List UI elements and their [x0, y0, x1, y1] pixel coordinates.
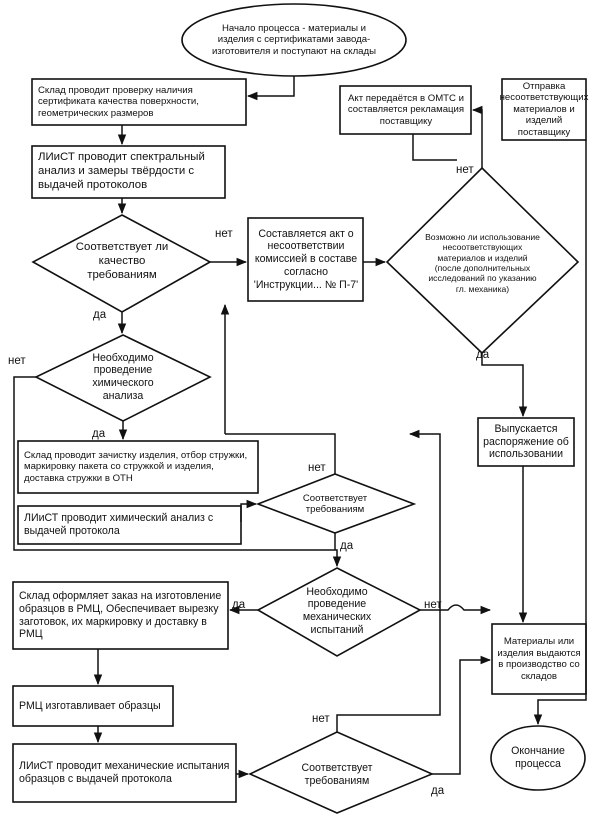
order-use-box [477, 417, 575, 467]
quality-text: Соответствует ли качество требованиям [75, 241, 169, 281]
label-net-req1: нет [308, 462, 326, 474]
issue-box [491, 623, 587, 695]
label-da-use: да [476, 349, 490, 361]
act-compose-text: Составляется акт о несоответствии комисс… [253, 227, 359, 291]
act-omts-text: Акт передаётся в ОМТС и составляется рек… [347, 92, 465, 127]
chip-prep-box [17, 440, 259, 494]
use-text: Возможно ли использование несоответствую… [425, 232, 540, 294]
return-supplier-box [501, 78, 587, 141]
chem-analysis-text: ЛИиСТ проводит химический анализ с выдач… [24, 512, 214, 537]
spectral-text: ЛИиСТ проводит спектральный анализ и зам… [38, 151, 205, 191]
act-omts-box [339, 85, 472, 135]
end-text: Окончание процесса [511, 745, 565, 770]
mech-tests-box [12, 743, 237, 803]
chip-prep-text: Склад проводит зачистку изделия, отбор с… [24, 449, 248, 484]
mech-text: Необходимо проведение механических испыт… [302, 585, 372, 636]
label-net-mech: нет [424, 599, 442, 611]
label-da-req1: да [340, 540, 354, 552]
label-da-quality: да [93, 309, 107, 321]
req1-text: Соответствует требованиям [302, 492, 368, 516]
check-cert-box [31, 78, 247, 126]
spectral-box [31, 145, 226, 199]
chem-analysis-box [17, 505, 242, 545]
mech-decision [256, 567, 422, 657]
order-use-text: Выпускается распоряжение об использовани… [483, 422, 569, 461]
start-text: Начало процесса - материалы и изделия с … [211, 22, 377, 57]
check-cert-text: Склад проводит проверку наличия сертифик… [38, 84, 199, 119]
label-da-chem: да [92, 428, 106, 440]
rmc-samples-text: РМЦ изготавливает образцы [19, 699, 161, 712]
req2-decision [248, 731, 435, 814]
mech-tests-text: ЛИиСТ проводит механические испытания об… [19, 760, 230, 785]
label-net-chem: нет [8, 355, 26, 367]
order-samples-box [12, 581, 229, 650]
chem-text: Необходимо проведение химического анализ… [92, 351, 154, 402]
act-compose-box [247, 217, 364, 302]
order-samples-text: Склад оформляет заказ на изготовление об… [19, 590, 222, 641]
label-da-mech: да [232, 599, 246, 611]
label-net-use: нет [456, 164, 474, 176]
rmc-samples-box [12, 685, 174, 727]
end-ellipse [490, 725, 586, 791]
req2-text: Соответствует требованиям [301, 762, 373, 787]
issue-text: Материалы или изделия выдаются в произво… [497, 636, 581, 682]
label-da-req2: да [431, 785, 445, 797]
label-net-req2: нет [312, 713, 330, 725]
label-net-quality: нет [215, 228, 233, 240]
return-supplier-text: Отправка несоответствующих материалов и … [499, 80, 589, 138]
